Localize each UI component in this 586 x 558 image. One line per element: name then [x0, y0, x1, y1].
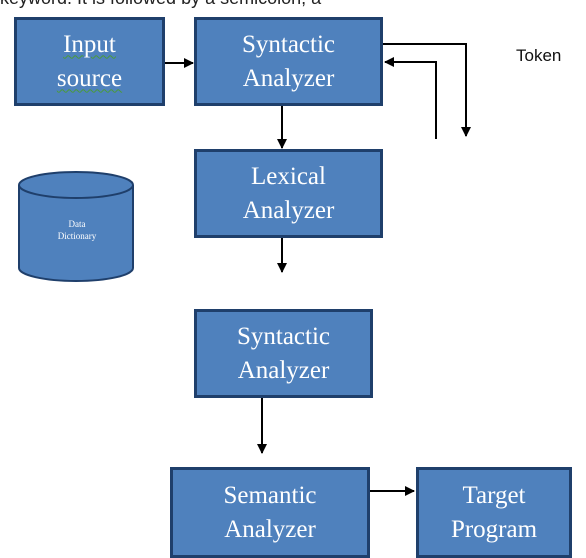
lexical-analyzer-box: Lexical Analyzer [194, 149, 383, 238]
feedback-loop-inward [384, 57, 437, 139]
input-source-line-1: Input [63, 30, 116, 58]
feedback-loop-outward [383, 43, 471, 137]
syntactic-top-line-1: Syntactic [241, 30, 336, 58]
target-line-2: Program [450, 515, 538, 543]
data-dictionary-cylinder [18, 171, 134, 282]
lexical-line-1: Lexical [251, 162, 326, 190]
data-dictionary-label: Data Dictionary [24, 218, 130, 242]
semantic-line-2: Analyzer [224, 515, 316, 543]
semantic-analyzer-box: Semantic Analyzer [170, 467, 370, 558]
target-line-1: Target [462, 481, 526, 509]
target-program-box: Target Program [416, 467, 572, 558]
syntactic-analyzer-top-box: Syntactic Analyzer [194, 17, 383, 106]
syntactic-analyzer-mid-box: Syntactic Analyzer [194, 309, 373, 398]
syntactic-mid-line-2: Analyzer [237, 356, 330, 384]
input-source-box: Input source [14, 17, 165, 106]
data-dictionary-line-2: Dictionary [57, 231, 97, 241]
semantic-line-1: Semantic [223, 481, 317, 509]
token-label: Token [516, 46, 562, 65]
input-source-line-2: source [56, 64, 123, 92]
syntactic-top-line-2: Analyzer [242, 64, 335, 92]
header-text: keyword. It is followed by a semicolon, … [0, 0, 586, 9]
syntactic-mid-line-1: Syntactic [236, 322, 331, 350]
data-dictionary-line-1: Data [68, 219, 86, 229]
lexical-line-2: Analyzer [242, 196, 335, 224]
